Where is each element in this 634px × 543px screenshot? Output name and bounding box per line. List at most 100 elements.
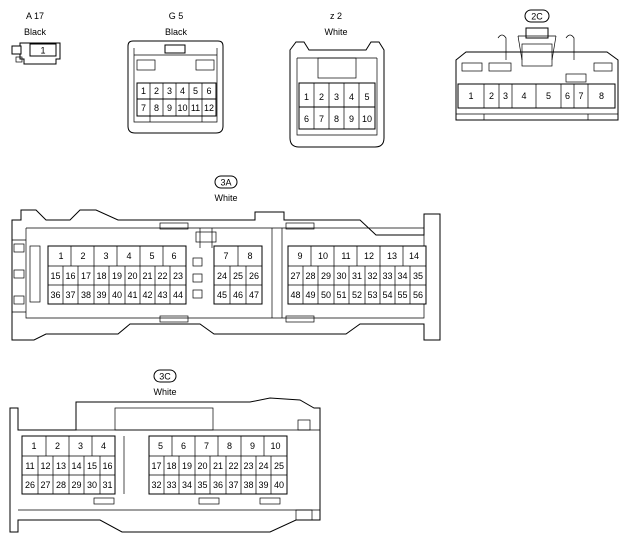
g5-pin-5: 5 bbox=[193, 86, 198, 96]
3a-pin-55: 55 bbox=[397, 290, 407, 300]
3c-pin-34: 34 bbox=[182, 480, 192, 490]
3c-pin-25: 25 bbox=[274, 461, 284, 471]
connector-3a-outline bbox=[11, 209, 441, 341]
3c-pin-16: 16 bbox=[102, 461, 112, 471]
z2-pin-4: 4 bbox=[349, 92, 354, 102]
3a-pin-30: 30 bbox=[336, 271, 346, 281]
connector-g5: G 5 Black 1 2 3 4 5 6 7 8 9 10 11 bbox=[127, 11, 224, 134]
3a-pin-12: 12 bbox=[364, 251, 374, 261]
3a-pin-6: 6 bbox=[171, 251, 176, 261]
3c-pin-13: 13 bbox=[56, 461, 66, 471]
3c-pin-17: 17 bbox=[151, 461, 161, 471]
3c-pin-30: 30 bbox=[87, 480, 97, 490]
g5-pin-grid bbox=[149, 83, 203, 116]
g5-pin-4: 4 bbox=[180, 86, 185, 96]
connector-z2-color: White bbox=[324, 27, 347, 37]
connector-a17: A 17 Black 1 bbox=[11, 11, 61, 65]
g5-pin-9: 9 bbox=[167, 103, 172, 113]
3c-pin-1: 1 bbox=[31, 441, 36, 451]
3c-pin-12: 12 bbox=[40, 461, 50, 471]
g5-pin-6: 6 bbox=[206, 86, 211, 96]
3c-pin-9: 9 bbox=[250, 441, 255, 451]
3a-pin-16: 16 bbox=[65, 271, 75, 281]
3c-pin-39: 39 bbox=[258, 480, 268, 490]
3a-pin-38: 38 bbox=[81, 290, 91, 300]
connector-g5-color: Black bbox=[165, 27, 188, 37]
2c-pin-3: 3 bbox=[503, 91, 508, 101]
3a-pin-36: 36 bbox=[50, 290, 60, 300]
2c-pin-1: 1 bbox=[468, 91, 473, 101]
connector-3c-code-badge bbox=[153, 369, 177, 383]
connector-3c-outline bbox=[9, 397, 321, 533]
connector-3a-code: 3A bbox=[220, 178, 231, 188]
3c-pin-11: 11 bbox=[25, 461, 34, 471]
3c-pin-26: 26 bbox=[25, 480, 35, 490]
connector-3a-color: White bbox=[214, 193, 237, 203]
3a-pin-47: 47 bbox=[249, 290, 259, 300]
connector-a17-code: A 17 bbox=[26, 11, 44, 21]
2c-pin-8: 8 bbox=[599, 91, 604, 101]
3a-pin-15: 15 bbox=[50, 271, 60, 281]
3a-pin-24: 24 bbox=[217, 271, 227, 281]
3c-pin-2: 2 bbox=[55, 441, 60, 451]
connector-2c: 2C White 1 2 3 4 5 6 7 8 bbox=[455, 9, 619, 121]
3a-pin-13: 13 bbox=[387, 251, 397, 261]
3a-pin-35: 35 bbox=[413, 271, 423, 281]
z2-pin-8: 8 bbox=[334, 114, 339, 124]
connector-a17-color: Black bbox=[24, 27, 47, 37]
3c-pin-33: 33 bbox=[166, 480, 176, 490]
3a-pin-45: 45 bbox=[217, 290, 227, 300]
3a-pin-50: 50 bbox=[321, 290, 331, 300]
z2-pin-5: 5 bbox=[364, 92, 369, 102]
3a-pin-37: 37 bbox=[65, 290, 75, 300]
3c-pin-15: 15 bbox=[87, 461, 97, 471]
g5-pin-10: 10 bbox=[177, 103, 187, 113]
3a-pin-21: 21 bbox=[142, 271, 152, 281]
3c-pin-8: 8 bbox=[227, 441, 232, 451]
3c-pin-37: 37 bbox=[228, 480, 238, 490]
connector-3a-code-badge bbox=[214, 175, 238, 189]
connector-a17-outline bbox=[11, 42, 61, 65]
3a-pin-11: 11 bbox=[341, 251, 350, 261]
3a-pin-44: 44 bbox=[173, 290, 183, 300]
3a-pin-41: 41 bbox=[127, 290, 137, 300]
g5-pin-8: 8 bbox=[154, 103, 159, 113]
3c-pin-40: 40 bbox=[274, 480, 284, 490]
3c-pin-23: 23 bbox=[243, 461, 253, 471]
3c-pin-20: 20 bbox=[197, 461, 207, 471]
3a-pin-4: 4 bbox=[126, 251, 131, 261]
3c-pin-18: 18 bbox=[166, 461, 176, 471]
g5-pin-1: 1 bbox=[141, 86, 146, 96]
z2-pin-1: 1 bbox=[304, 92, 309, 102]
3a-pin-26: 26 bbox=[249, 271, 259, 281]
3c-pin-3: 3 bbox=[78, 441, 83, 451]
3a-pin-53: 53 bbox=[367, 290, 377, 300]
connector-g5-code: G 5 bbox=[169, 11, 184, 21]
3c-pin-27: 27 bbox=[40, 480, 50, 490]
3a-pin-52: 52 bbox=[352, 290, 362, 300]
3c-pin-24: 24 bbox=[258, 461, 268, 471]
3c-pin-38: 38 bbox=[243, 480, 253, 490]
connector-2c-code-badge bbox=[524, 9, 550, 23]
3c-pin-35: 35 bbox=[197, 480, 207, 490]
2c-pins: 1 2 3 4 5 6 7 8 bbox=[468, 91, 604, 101]
2c-pin-4: 4 bbox=[521, 91, 526, 101]
3c-pin-19: 19 bbox=[182, 461, 192, 471]
g5-pin-11: 11 bbox=[191, 103, 200, 113]
3c-pin-21: 21 bbox=[213, 461, 223, 471]
3a-pin-14: 14 bbox=[409, 251, 419, 261]
3c-pin-10: 10 bbox=[270, 441, 280, 451]
3c-pin-5: 5 bbox=[158, 441, 163, 451]
a17-pin-1: 1 bbox=[40, 46, 45, 56]
3c-pin-29: 29 bbox=[71, 480, 81, 490]
3c-pins: 1 2 3 4 5 6 7 8 9 10 11 12 13 14 15 16 1… bbox=[25, 441, 284, 490]
3a-pin-34: 34 bbox=[397, 271, 407, 281]
3a-pin-56: 56 bbox=[413, 290, 423, 300]
3a-pin-28: 28 bbox=[305, 271, 315, 281]
3a-pin-27: 27 bbox=[290, 271, 300, 281]
3a-pin-31: 31 bbox=[352, 271, 362, 281]
3a-pin-43: 43 bbox=[157, 290, 167, 300]
connector-z2: z 2 White 1 2 3 4 5 6 7 8 9 10 bbox=[289, 11, 385, 148]
3a-pin-17: 17 bbox=[81, 271, 91, 281]
z2-pin-2: 2 bbox=[319, 92, 324, 102]
